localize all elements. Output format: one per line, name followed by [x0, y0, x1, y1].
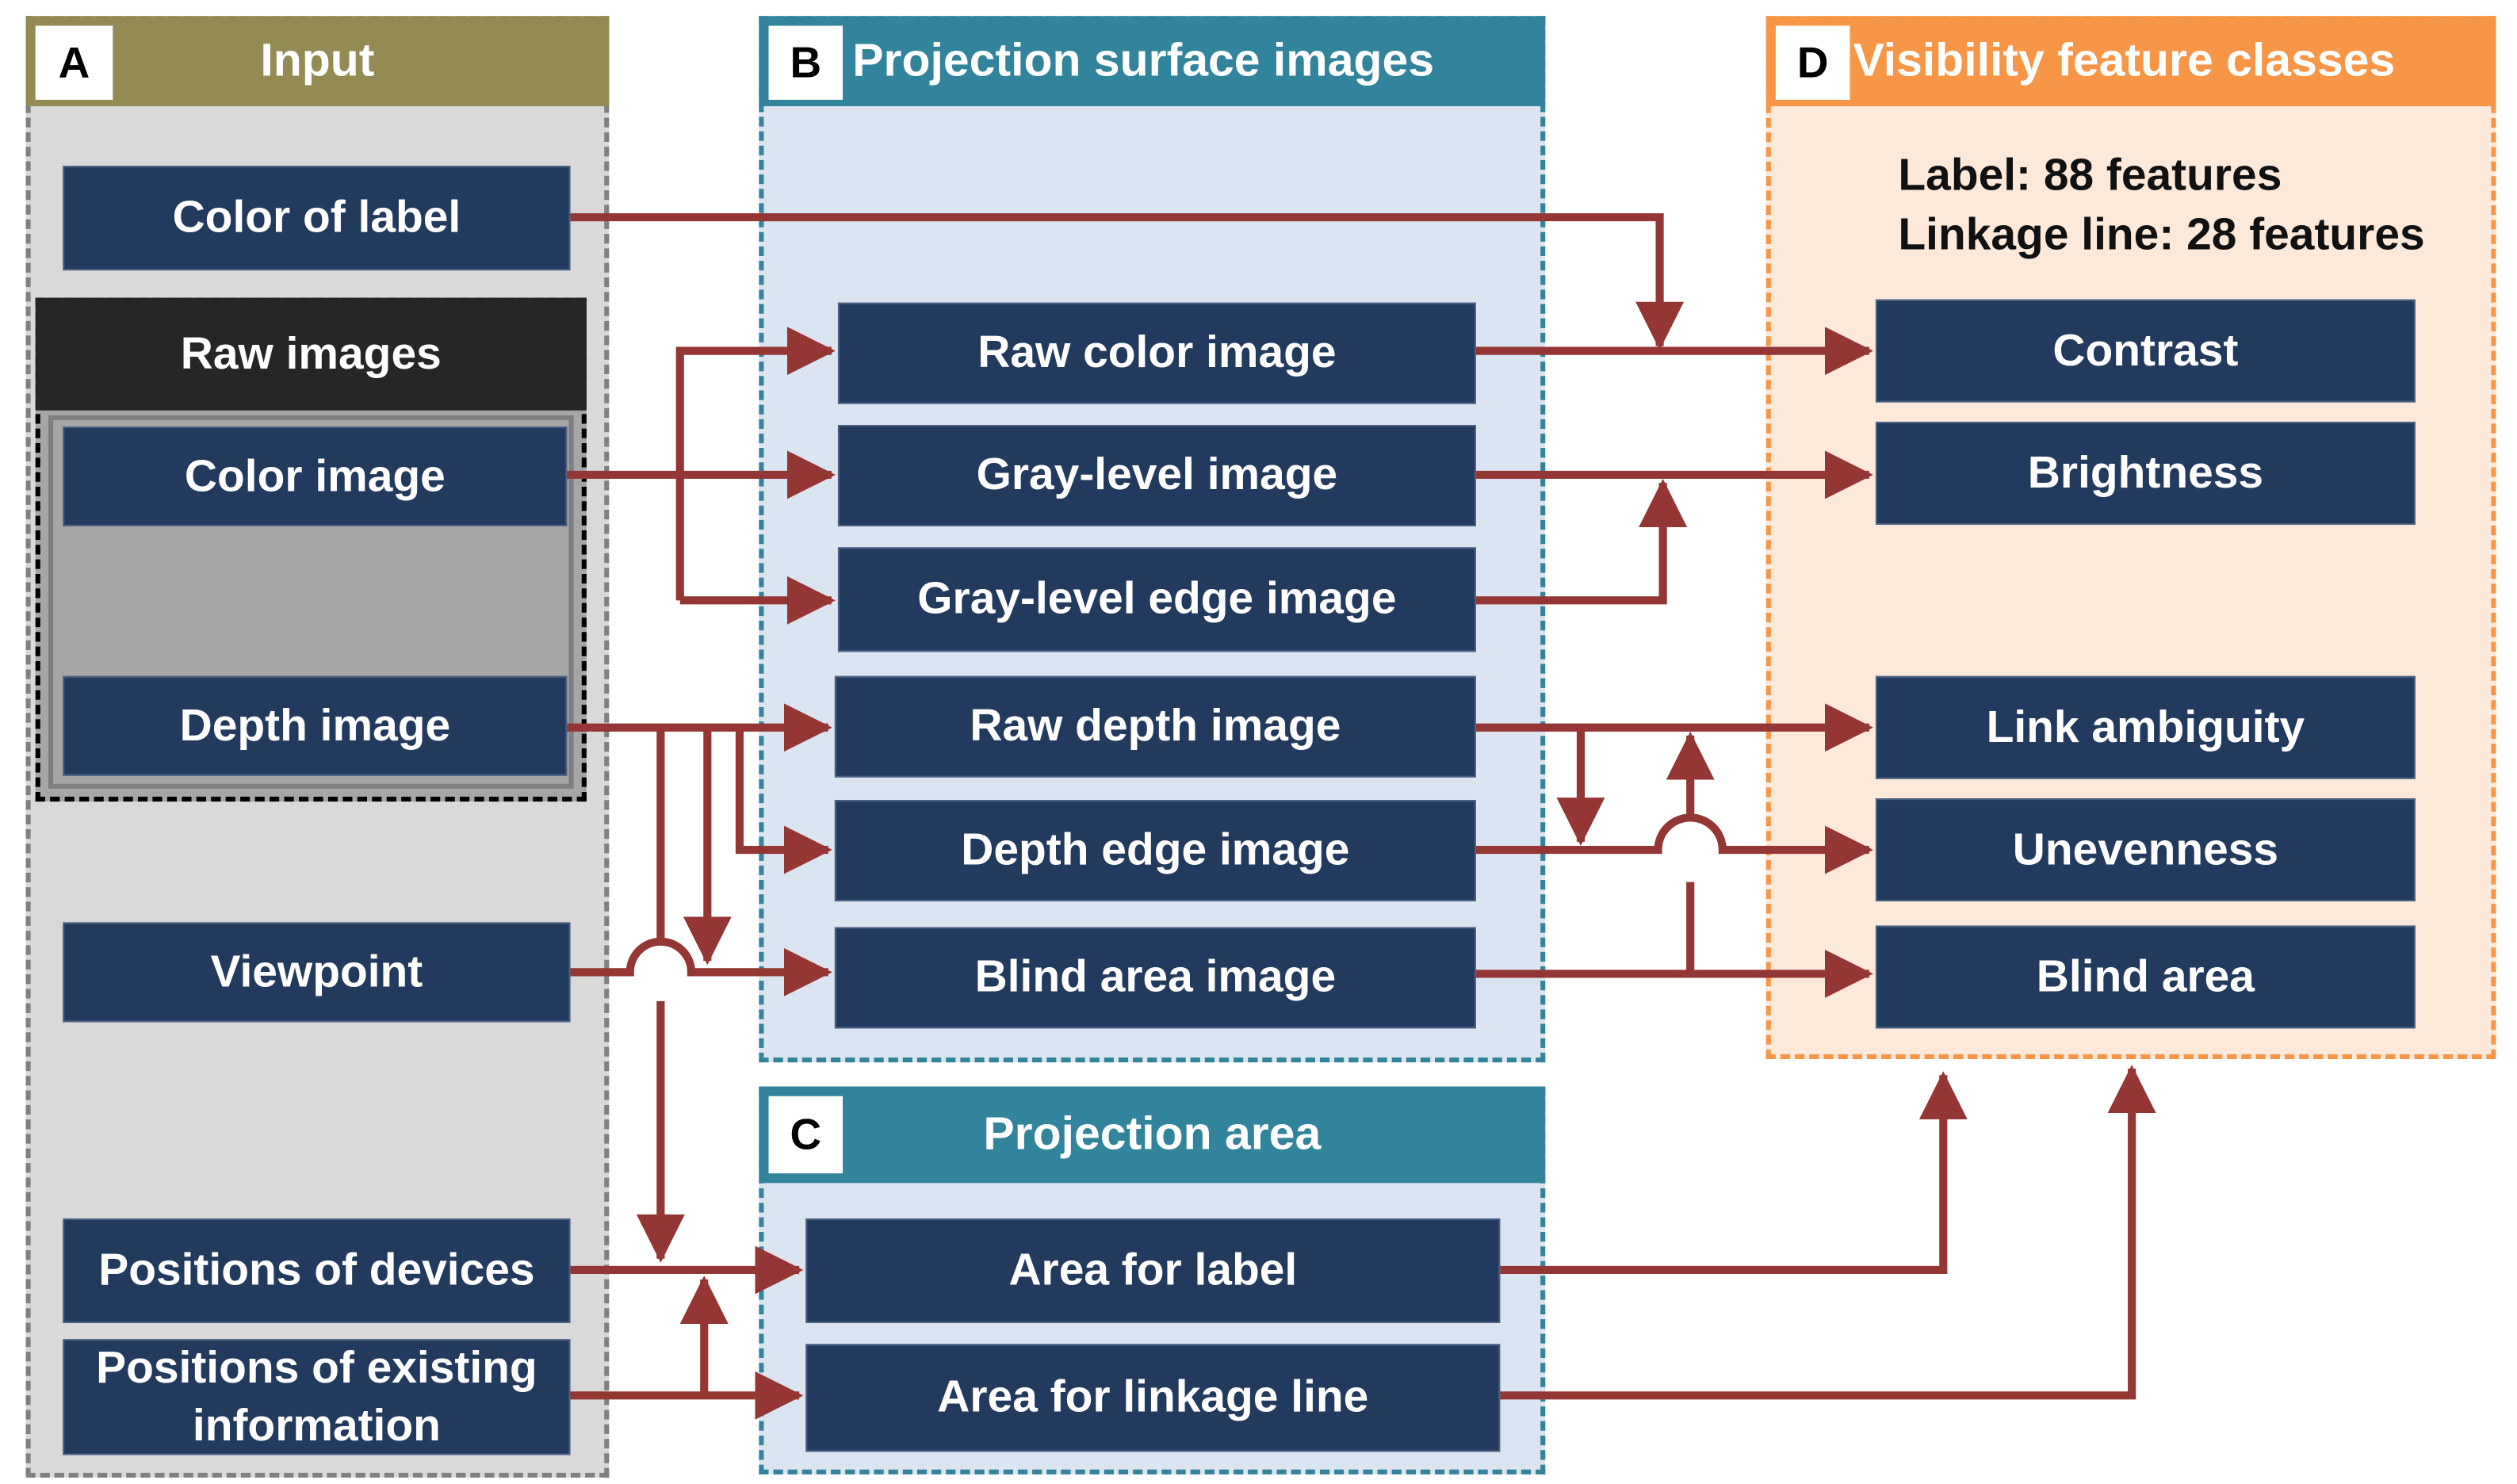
arrow-gray-edge-to-brightness — [1475, 479, 1688, 605]
blind-area-image-node: Blind area image — [834, 927, 1476, 1029]
area-for-linkage-line-node: Area for linkage line — [805, 1344, 1501, 1452]
linkage-feature-count: Linkage line: 28 features — [1898, 208, 2425, 259]
positions-of-existing-information-node: Positions of existing information — [63, 1339, 571, 1455]
arrow-area-linkage-to-visibility — [1500, 1065, 2156, 1400]
contrast-node: Contrast — [1875, 299, 2416, 403]
arrow-depth-edge-to-unevenness — [1475, 813, 1873, 874]
arrow-depth-image-to-depth-edge — [735, 727, 832, 874]
visibility-title: Visibility feature classes — [1853, 34, 2396, 86]
projection-area-header: Projection area — [759, 1086, 1546, 1184]
raw-depth-image-node: Raw depth image — [834, 675, 1476, 778]
projection-area-title: Projection area — [983, 1107, 1322, 1160]
visibility-letter: D — [1775, 25, 1850, 100]
input-panel-letter: A — [35, 25, 113, 100]
projection-images-title: Projection surface images — [852, 34, 1435, 86]
gray-level-image-node: Gray-level image — [837, 425, 1476, 526]
brightness-node: Brightness — [1875, 421, 2416, 525]
link-ambiguity-node: Link ambiguity — [1875, 675, 2416, 779]
projection-images-letter: B — [768, 25, 843, 100]
raw-images-inner — [48, 415, 574, 789]
visibility-header: Visibility feature classes — [1765, 16, 2496, 107]
raw-color-image-node: Raw color image — [837, 302, 1476, 404]
depth-edge-image-node: Depth edge image — [834, 800, 1476, 902]
raw-images-title: Raw images — [180, 328, 442, 379]
area-for-label-node: Area for label — [805, 1218, 1501, 1323]
gray-level-edge-image-node: Gray-level edge image — [837, 547, 1476, 652]
arrow-color-of-label-to-contrast — [570, 213, 1685, 350]
arrow-area-label-to-visibility — [1500, 1071, 1968, 1275]
raw-images-header: Raw images — [35, 297, 587, 411]
projection-area-letter: C — [768, 1096, 843, 1174]
color-image-node: Color image — [63, 426, 568, 526]
depth-image-node: Depth image — [63, 675, 568, 776]
projection-images-header: Projection surface images — [759, 16, 1546, 107]
input-panel-title: Input — [260, 34, 375, 86]
label-feature-count: Label: 88 features — [1898, 149, 2282, 200]
input-panel-header: Input — [25, 16, 610, 107]
color-of-label-node: Color of label — [63, 166, 571, 271]
arrow-viewpoint-to-blind-area — [570, 937, 832, 996]
viewpoint-node: Viewpoint — [63, 922, 571, 1023]
positions-of-devices-node: Positions of devices — [63, 1218, 571, 1323]
arrow-color-image-to-raw-color — [675, 327, 836, 601]
unevenness-node: Unevenness — [1875, 798, 2416, 902]
blind-area-node: Blind area — [1875, 925, 2416, 1029]
